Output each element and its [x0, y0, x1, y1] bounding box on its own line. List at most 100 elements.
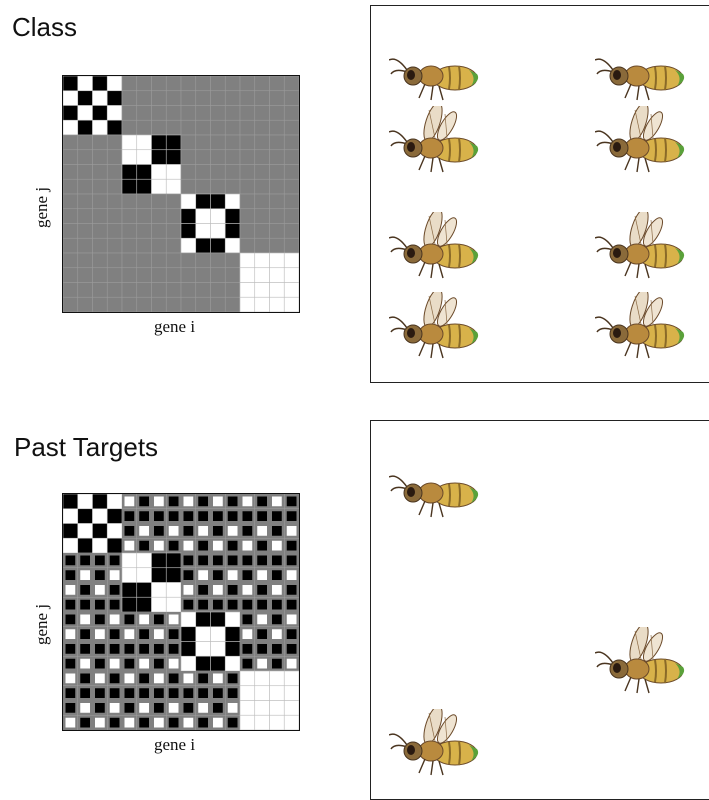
matrix-cell [270, 194, 285, 209]
matrix-cell [240, 120, 255, 135]
matrix-cell [93, 268, 108, 283]
matrix-cell-dot [66, 674, 76, 684]
matrix-cell [166, 91, 181, 106]
matrix-cell-dot [95, 629, 105, 639]
matrix-cell [166, 209, 181, 224]
matrix-cell [240, 283, 255, 298]
matrix-cell-dot [139, 511, 149, 521]
matrix-cell [284, 106, 299, 121]
matrix-cell [78, 106, 93, 121]
matrix-cell-dot [139, 659, 149, 669]
matrix-cell [107, 509, 122, 524]
matrix-cell [152, 268, 167, 283]
matrix-cell [240, 179, 255, 194]
matrix-cell-dot [198, 570, 208, 580]
matrix-cell-dot [213, 585, 223, 595]
matrix-cell [181, 612, 196, 627]
matrix-cell [107, 135, 122, 150]
matrix-cell-dot [287, 615, 297, 625]
matrix-cell [107, 150, 122, 165]
matrix-cell [137, 135, 152, 150]
matrix-cell [93, 106, 108, 121]
matrix-cell [152, 253, 167, 268]
matrix-cell [196, 268, 211, 283]
x-axis-label-past-targets: gene i [154, 735, 195, 755]
matrix-cell-dot [272, 526, 282, 536]
matrix-cell-dot [257, 659, 267, 669]
matrix-cell [225, 150, 240, 165]
matrix-cell-dot [184, 600, 194, 610]
gene-matrix-past-targets-cells [63, 494, 299, 730]
matrix-cell-dot [154, 688, 164, 698]
matrix-cell [63, 135, 78, 150]
gene-matrix-past-targets [62, 493, 300, 731]
matrix-cell [152, 238, 167, 253]
matrix-cell-dot [184, 556, 194, 566]
matrix-cell [211, 150, 226, 165]
matrix-cell [63, 238, 78, 253]
panel-title-class: Class [12, 12, 77, 43]
matrix-cell [240, 194, 255, 209]
matrix-cell [255, 701, 270, 716]
matrix-cell [78, 297, 93, 312]
matrix-cell [93, 524, 108, 539]
matrix-cell-dot [213, 541, 223, 551]
matrix-cell [152, 597, 167, 612]
matrix-cell [270, 106, 285, 121]
matrix-cell [211, 106, 226, 121]
matrix-cell [211, 283, 226, 298]
matrix-cell [152, 194, 167, 209]
matrix-cell [284, 671, 299, 686]
matrix-cell [270, 179, 285, 194]
matrix-cell [166, 165, 181, 180]
matrix-cell-dot [95, 556, 105, 566]
matrix-cell-dot [154, 629, 164, 639]
matrix-cell [211, 612, 226, 627]
matrix-cell [137, 238, 152, 253]
matrix-cell-dot [169, 688, 179, 698]
matrix-cell-dot [198, 556, 208, 566]
matrix-cell [152, 120, 167, 135]
matrix-cell-dot [125, 526, 135, 536]
matrix-cell [240, 715, 255, 730]
matrix-cell [240, 150, 255, 165]
matrix-cell [284, 209, 299, 224]
matrix-cell [284, 224, 299, 239]
matrix-cell-dot [257, 511, 267, 521]
matrix-cell-dot [287, 556, 297, 566]
panel-title-past-targets: Past Targets [14, 432, 158, 463]
matrix-cell-dot [154, 644, 164, 654]
matrix-cell [284, 686, 299, 701]
matrix-cell [137, 209, 152, 224]
matrix-cell-dot [228, 497, 238, 507]
matrix-cell [181, 179, 196, 194]
matrix-cell [211, 238, 226, 253]
matrix-cell [107, 106, 122, 121]
matrix-cell [255, 283, 270, 298]
matrix-cell-dot [243, 541, 253, 551]
matrix-cell-dot [66, 615, 76, 625]
matrix-cell-dot [243, 629, 253, 639]
matrix-cell [63, 165, 78, 180]
x-axis-label-class: gene i [154, 317, 195, 337]
matrix-cell-dot [213, 674, 223, 684]
matrix-cell-dot [243, 511, 253, 521]
matrix-cell [255, 297, 270, 312]
matrix-cell [240, 165, 255, 180]
matrix-cell [284, 715, 299, 730]
matrix-cell [270, 91, 285, 106]
matrix-cell-dot [257, 644, 267, 654]
matrix-cell [196, 283, 211, 298]
matrix-cell [122, 238, 137, 253]
matrix-cell [255, 165, 270, 180]
matrix-cell [122, 553, 137, 568]
matrix-cell [196, 224, 211, 239]
matrix-cell [93, 224, 108, 239]
matrix-cell [270, 686, 285, 701]
matrix-cell [270, 671, 285, 686]
matrix-cell [93, 283, 108, 298]
matrix-cell [122, 150, 137, 165]
matrix-cell [240, 135, 255, 150]
matrix-cell-dot [139, 674, 149, 684]
matrix-cell [122, 568, 137, 583]
